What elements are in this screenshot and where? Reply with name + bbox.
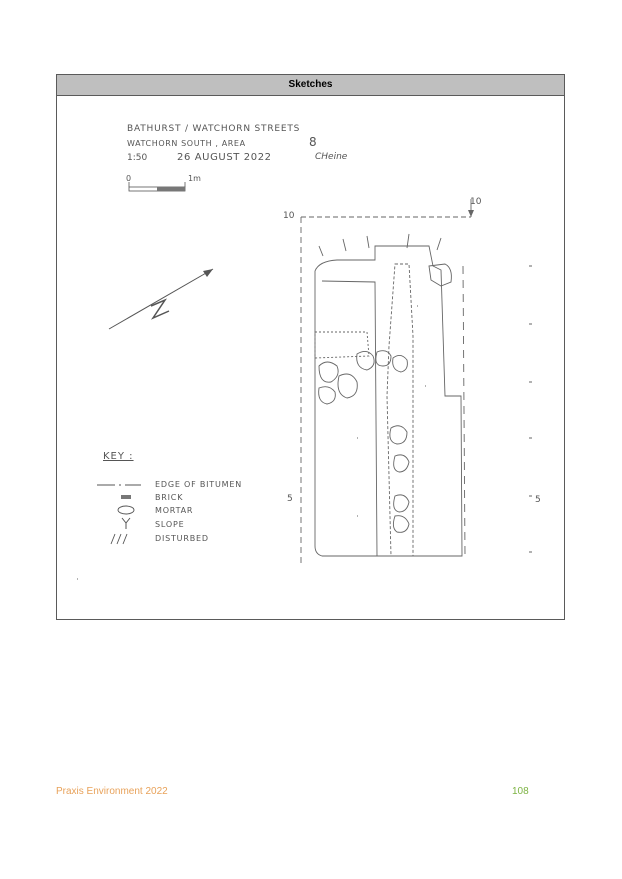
site-sketch: BATHURST / WATCHORN STREETS WATCHORN SOU…: [77, 124, 541, 580]
scale-bar: 0 1m: [126, 174, 201, 192]
grid-label-top-right: 10: [470, 197, 482, 207]
author-text: CHeine: [315, 152, 348, 162]
key-label: MORTAR: [155, 506, 193, 515]
area-number: 8: [309, 135, 317, 149]
key-label: BRICK: [155, 493, 183, 502]
north-arrow-icon: [108, 268, 214, 330]
trench-plan: [77, 199, 532, 580]
slope-icon: [121, 517, 131, 529]
date-text: 26 AUGUST 2022: [177, 152, 272, 163]
key-legend: KEY : EDGE OF BITUMEN BRICK MORTAR SLOPE…: [97, 451, 242, 545]
page-number: 108: [512, 786, 529, 797]
key-item-brick: BRICK: [121, 493, 183, 502]
grid-label-top-left: 10: [283, 211, 295, 221]
sketch-heading: BATHURST / WATCHORN STREETS WATCHORN SOU…: [127, 124, 348, 163]
brick-icon: [121, 495, 131, 499]
mortar-icon: [117, 505, 135, 515]
hatch-icon: [110, 533, 128, 545]
key-item-mortar: MORTAR: [117, 505, 193, 515]
key-label: EDGE OF BITUMEN: [155, 480, 242, 489]
heading-line2: WATCHORN SOUTH , AREA: [127, 139, 246, 148]
scale-text: 1:50: [127, 153, 147, 163]
footer-company: Praxis Environment 2022: [56, 786, 168, 797]
key-item-slope: SLOPE: [121, 517, 184, 529]
key-item-disturbed: DISTURBED: [110, 533, 209, 545]
grid-labels: 10 10 5 5: [283, 197, 541, 505]
grid-label-mid-right: 5: [535, 495, 541, 505]
scale-bar-start: 0: [126, 174, 131, 183]
key-item-edge-of-bitumen: EDGE OF BITUMEN: [97, 480, 242, 489]
heading-line1: BATHURST / WATCHORN STREETS: [127, 124, 300, 134]
grid-label-mid-left: 5: [287, 494, 293, 504]
scale-bar-end: 1m: [188, 174, 201, 183]
sketches-panel: Sketches BATHURST / WATCHORN STREETS WAT…: [56, 74, 565, 620]
key-title: KEY :: [103, 451, 134, 462]
key-label: DISTURBED: [155, 534, 209, 543]
key-label: SLOPE: [155, 520, 184, 529]
panel-title: Sketches: [57, 75, 564, 96]
